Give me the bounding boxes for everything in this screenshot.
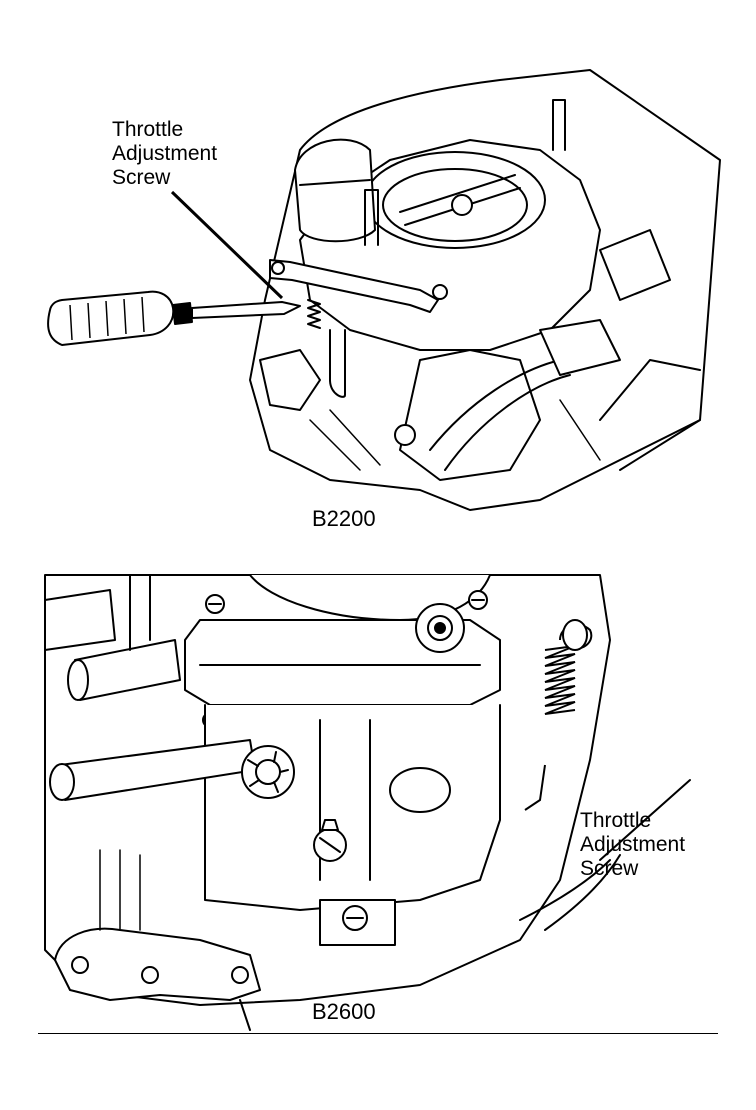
callout-line-1: Throttle	[112, 118, 184, 141]
b2200-leader-line	[170, 190, 284, 300]
throttle-spring-icon	[524, 619, 593, 811]
b2200-model-label: B2200	[312, 506, 376, 531]
b2600-throttle-callout: Throttle Adjustment Screw	[580, 809, 685, 881]
callout-line-2: Adjustment	[112, 142, 218, 165]
screwdriver-icon	[47, 290, 301, 346]
callout-line-2: Adjustment	[580, 833, 686, 856]
bottom-divider	[38, 1033, 718, 1034]
b2200-throttle-callout: Throttle Adjustment Screw	[112, 118, 217, 190]
b2600-carburetor-illustration	[44, 574, 691, 1031]
callout-line-1: Throttle	[580, 809, 652, 832]
b2200-carburetor-illustration	[249, 69, 721, 511]
callout-line-3: Screw	[112, 166, 171, 189]
b2600-model-label: B2600	[312, 999, 376, 1024]
callout-line-3: Screw	[580, 857, 639, 880]
